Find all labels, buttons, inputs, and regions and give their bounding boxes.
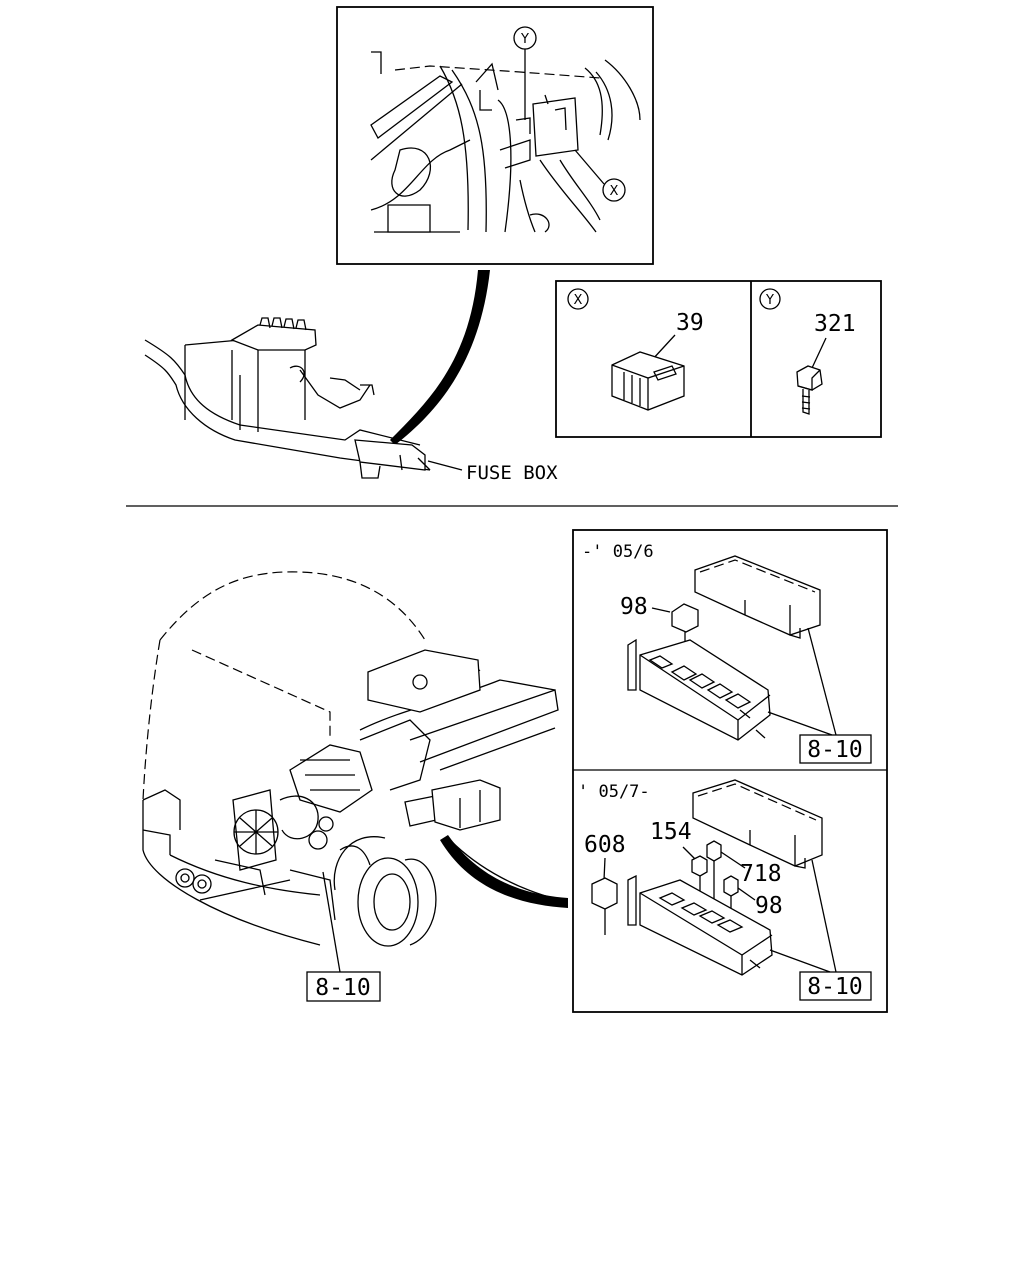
vehicle-connector [440,835,568,908]
ref-box-late [799,971,872,1001]
clip-321-drawing [796,365,823,415]
part-39-label: 39 [676,310,704,336]
relay-98-early-label: 98 [620,594,648,620]
inset-connector [390,270,490,445]
callout-x: X [610,184,619,199]
relay-718-label: 718 [740,861,782,887]
vehicle-drawing [142,571,561,947]
relay-154-label: 154 [650,819,692,845]
top-inset: Y X [336,6,654,265]
detail-box-frame [555,280,882,438]
callout-y: Y [520,32,529,47]
detail-x-marker: X [574,293,583,308]
part-321-label: 321 [814,311,856,337]
ref-box-main [306,971,381,1002]
dashboard-drawing [370,51,641,233]
fusebox-cover-early [694,555,821,639]
detail-box: X 39 Y 321 [555,280,882,438]
period-late-label: ' 05/7- [578,782,650,802]
fusebox-base-early [627,638,771,741]
top-inset-frame [336,6,654,265]
frame-drawing [144,317,431,479]
fuse-box-label: FUSE BOX [466,462,558,484]
ref-late-label: 8-10 [807,974,862,1000]
ref-main-label: 8-10 [315,975,370,1001]
ref-early-label: 8-10 [807,737,862,763]
fusebox-base-late [627,874,773,976]
fusebox-panel: -' 05/6 98 8-10 ' 05/7- [572,529,888,1013]
relay-98-late-label: 98 [755,893,783,919]
ref-box-early [799,734,872,764]
period-early-label: -' 05/6 [582,542,654,562]
relay-608-label: 608 [584,832,626,858]
detail-y-marker: Y [765,293,774,308]
relay-39-drawing [611,351,685,411]
fusebox-panel-frame [572,529,888,1013]
fusebox-cover-late [692,779,823,869]
